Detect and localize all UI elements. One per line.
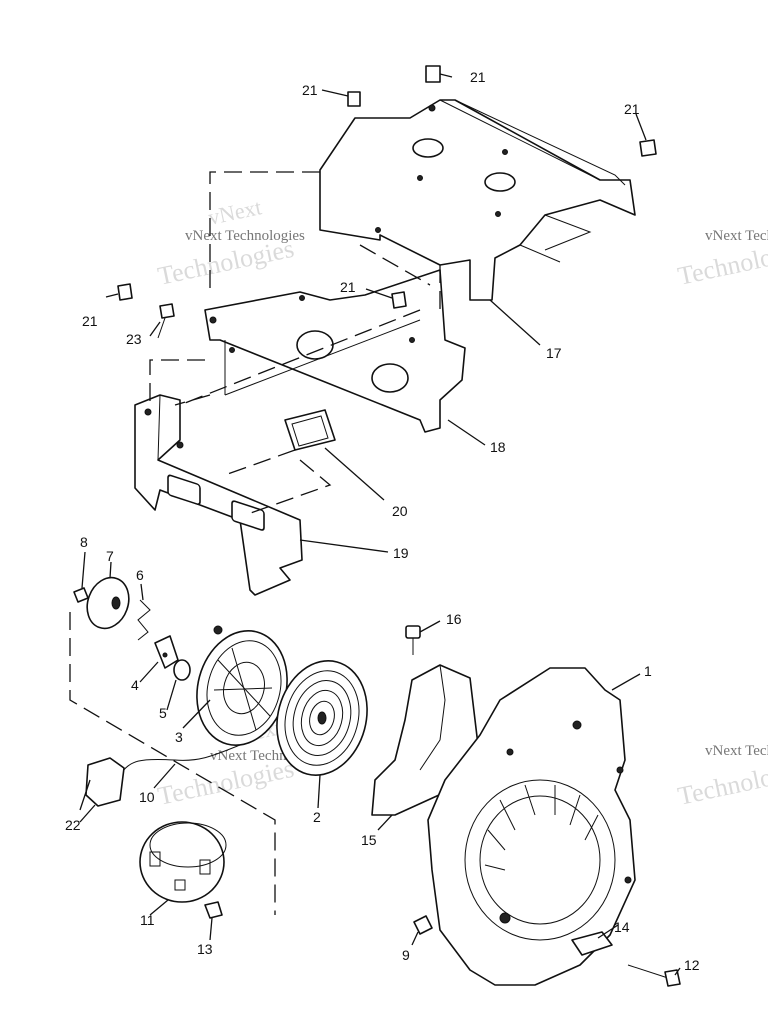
callout-1: 1 [644, 663, 652, 679]
part-13-bolt [204, 901, 223, 919]
part-4-pawl [154, 635, 179, 669]
callout-3: 3 [175, 729, 183, 745]
callout-7: 7 [106, 548, 114, 564]
watermark-technologies-right-mid: Technologies [675, 754, 768, 811]
callout-5: 5 [159, 705, 167, 721]
callout-11: 11 [140, 912, 155, 928]
callout-20: 20 [392, 503, 408, 519]
watermark-company-right: vNext Technologies [705, 228, 768, 244]
callout-16: 16 [446, 611, 462, 627]
callout-18: 18 [490, 439, 506, 455]
callout-13: 13 [197, 941, 213, 957]
part-14-clip [571, 931, 613, 956]
part-20-gasket [284, 409, 336, 451]
part-5-spacer [173, 659, 191, 681]
part-10-rope [119, 744, 241, 776]
part-6-spring-clip [137, 599, 151, 641]
callout-19: 19 [393, 545, 409, 561]
part-19-lower-bracket [134, 394, 303, 596]
callout-21-c: 21 [624, 101, 640, 117]
callout-6: 6 [136, 567, 144, 583]
part-17-upper-shroud [319, 99, 636, 301]
callout-21-a: 21 [302, 82, 318, 98]
callout-labels: 21 21 21 21 21 23 17 18 20 19 16 1 8 7 6… [65, 69, 700, 973]
part-8-nut [73, 587, 89, 603]
callout-2: 2 [313, 809, 321, 825]
part-22-handle [85, 757, 125, 807]
watermark-company: vNext Technologies [185, 228, 305, 244]
part-16-bolt [405, 625, 421, 655]
callout-17: 17 [546, 345, 562, 361]
callout-22: 22 [65, 817, 81, 833]
callout-12: 12 [684, 957, 700, 973]
callout-23: 23 [126, 331, 142, 347]
watermark-company-right-mid: vNext Technologies [705, 743, 768, 759]
callout-9: 9 [402, 947, 410, 963]
part-23-fastener [157, 303, 175, 339]
leader-lines [79, 73, 681, 976]
callout-21-e: 21 [82, 313, 98, 329]
callout-14: 14 [614, 919, 630, 935]
callout-4: 4 [131, 677, 139, 693]
alignment-lines-lower [69, 612, 276, 915]
callout-8: 8 [80, 534, 88, 550]
part-3-pulley-reel [196, 625, 288, 746]
part-1-blower-housing [427, 667, 636, 986]
part-18-back-plate [204, 269, 466, 433]
part-7-pulley-cover [86, 576, 130, 630]
callout-21-b: 21 [470, 69, 486, 85]
callout-21-d: 21 [340, 279, 356, 295]
callout-10: 10 [139, 789, 155, 805]
alignment-lines-upper [149, 171, 441, 516]
part-2-recoil-spring [276, 660, 368, 776]
callout-15: 15 [361, 832, 377, 848]
part-21-bolts [117, 65, 657, 309]
part-12-bolt [627, 964, 681, 987]
part-9-nut [413, 915, 433, 935]
part-11-cup [139, 821, 227, 903]
watermark-vnext: vNext [206, 194, 264, 230]
